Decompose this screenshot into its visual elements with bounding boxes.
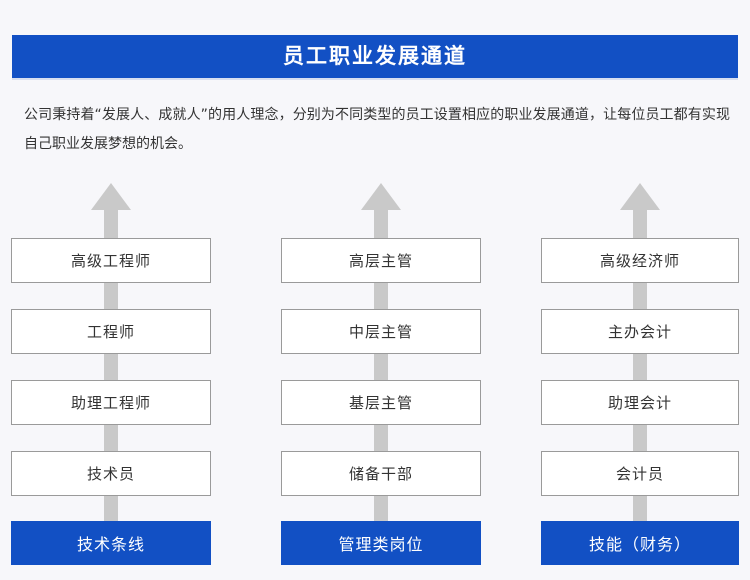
career-column-management-track: 高层主管 中层主管 基层主管 储备干部 管理类岗位 — [281, 183, 481, 565]
up-arrow-head — [91, 183, 131, 210]
intro-paragraph: 公司秉持着“发展人、成就人”的用人理念，分别为不同类型的员工设置相应的职业发展通… — [24, 107, 730, 152]
career-column-skill-finance-track: 高级经济师 主办会计 助理会计 会计员 技能（财务） — [541, 183, 739, 565]
career-level-box[interactable]: 助理工程师 — [11, 380, 211, 425]
career-level-list: 高层主管 中层主管 基层主管 储备干部 管理类岗位 — [281, 183, 481, 565]
career-level-box[interactable]: 工程师 — [11, 309, 211, 354]
page-header-banner: 员工职业发展通道 — [12, 35, 738, 80]
career-level-box[interactable]: 助理会计 — [541, 380, 739, 425]
career-level-box[interactable]: 会计员 — [541, 451, 739, 496]
career-track-label[interactable]: 管理类岗位 — [281, 521, 481, 565]
career-level-box[interactable]: 高级经济师 — [541, 238, 739, 283]
career-level-box[interactable]: 主办会计 — [541, 309, 739, 354]
career-level-box[interactable]: 中层主管 — [281, 309, 481, 354]
page-title: 员工职业发展通道 — [283, 44, 467, 68]
up-arrow-head — [361, 183, 401, 210]
career-level-list: 高级经济师 主办会计 助理会计 会计员 技能（财务） — [541, 183, 739, 565]
career-track-label[interactable]: 技术条线 — [11, 521, 211, 565]
career-level-box[interactable]: 储备干部 — [281, 451, 481, 496]
up-arrow-head — [620, 183, 660, 210]
career-level-list: 高级工程师 工程师 助理工程师 技术员 技术条线 — [11, 183, 211, 565]
career-level-box[interactable]: 基层主管 — [281, 380, 481, 425]
career-level-box[interactable]: 高层主管 — [281, 238, 481, 283]
career-level-box[interactable]: 高级工程师 — [11, 238, 211, 283]
career-column-technical-track: 高级工程师 工程师 助理工程师 技术员 技术条线 — [11, 183, 211, 565]
career-level-box[interactable]: 技术员 — [11, 451, 211, 496]
career-track-label[interactable]: 技能（财务） — [541, 521, 739, 565]
